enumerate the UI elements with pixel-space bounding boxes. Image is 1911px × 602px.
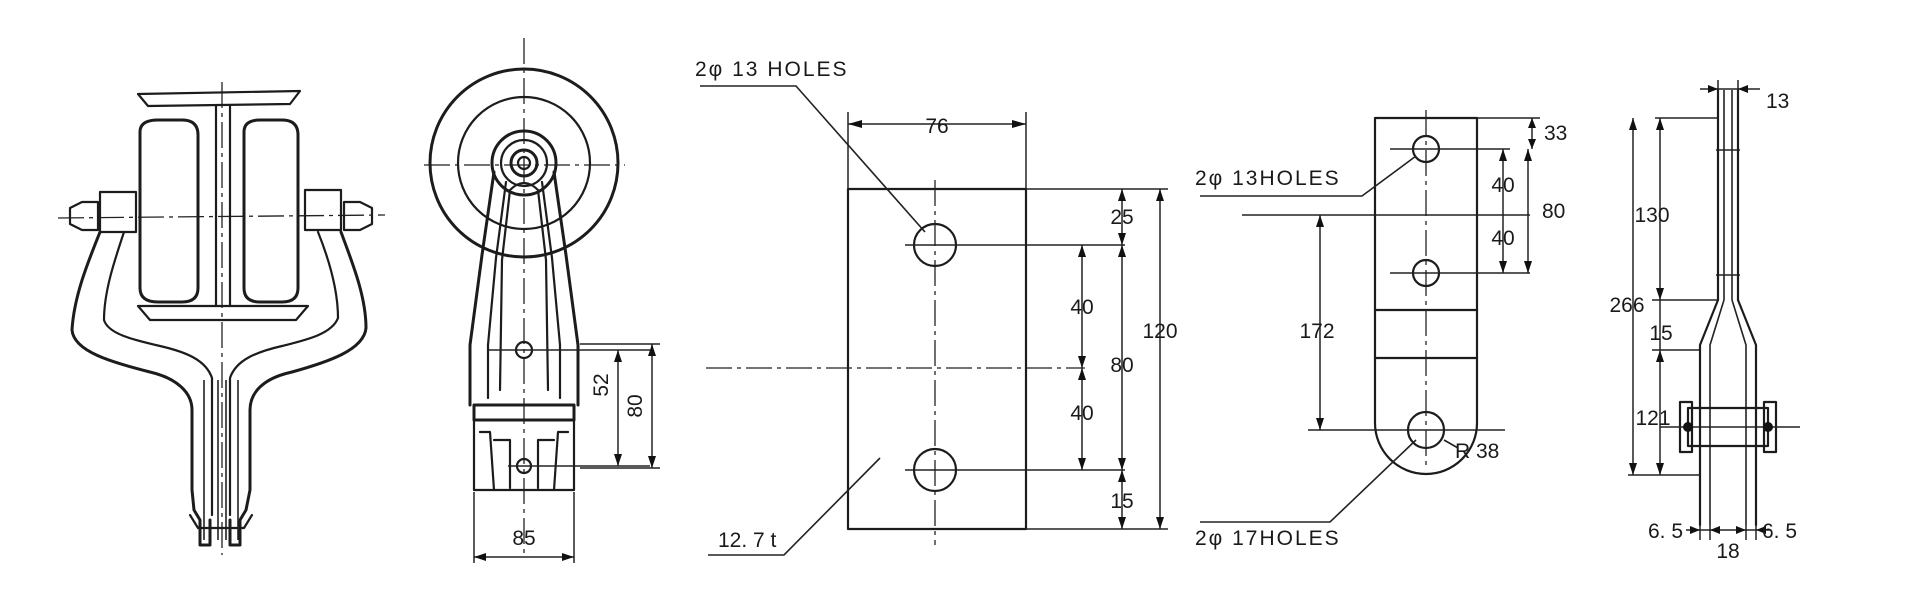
holes-note-13-link: 2φ 13HOLES (1195, 167, 1341, 190)
yoke-tip (188, 513, 254, 530)
trolley-front-view (57, 82, 386, 555)
link-upper-outer (1716, 88, 1740, 302)
yoke-stem (203, 380, 239, 540)
dim-label-172: 172 (1299, 320, 1334, 343)
axle-nut (509, 148, 539, 178)
pin-dot-right (1763, 422, 1773, 432)
bracket-outer (468, 170, 580, 407)
link-plate-view: 33 40 40 80 172 2φ 13HOLES R 38 2φ 17HOL… (1195, 110, 1567, 550)
bracket-inner (486, 180, 562, 400)
left-axle-nut (68, 200, 100, 232)
dim-arrows-52 (614, 350, 622, 466)
dim-label-52: 52 (590, 373, 613, 396)
holes-note-13-leader (1200, 155, 1417, 197)
holes-note-17-leader (1200, 439, 1417, 523)
dim-label-40-a: 40 (1491, 174, 1514, 197)
dim-arrows-33 (1528, 118, 1536, 149)
radius-leader (1443, 439, 1459, 449)
holes-note-17: 2φ 17HOLES (1195, 527, 1341, 550)
dim-label-6-5-right: 6. 5 (1762, 520, 1797, 543)
link-splay-inner (1709, 299, 1747, 525)
dim-label-85: 85 (512, 527, 535, 550)
hub-mid (499, 138, 549, 188)
wheel-inner (456, 95, 592, 231)
dim-label-76: 76 (925, 115, 948, 138)
holes-note-13: 2φ 13 HOLES (695, 58, 849, 81)
dim-label-13: 13 (1766, 90, 1789, 113)
dim-arrows-13 (1708, 85, 1748, 93)
beam-top-flange (136, 89, 302, 108)
dim-label-120: 120 (1142, 320, 1177, 343)
yoke-left-outer (70, 230, 212, 547)
wheel-outer (428, 67, 620, 259)
pin-dot-left (1683, 422, 1693, 432)
beam-bottom-flange (136, 304, 310, 322)
link-upper-joints (1716, 149, 1740, 276)
right-axle-nut (342, 200, 374, 232)
dim-label-40-bottom: 40 (1070, 402, 1093, 425)
dim-arrows-40-40 (1078, 245, 1086, 470)
link-outline (1373, 116, 1479, 476)
dim-label-80: 80 (1110, 354, 1133, 377)
left-wheel (138, 118, 200, 304)
axle (516, 155, 532, 171)
dim-label-18: 18 (1716, 540, 1739, 563)
dim-label-80: 80 (624, 394, 647, 417)
dim-label-40-top: 40 (1070, 296, 1093, 319)
dim-label-6-5-left: 6. 5 (1648, 520, 1683, 543)
dim-label-15: 15 (1649, 322, 1672, 345)
thickness-note: 12. 7 t (718, 529, 777, 552)
left-axle-boss (98, 190, 138, 234)
yoke-right-inner (228, 230, 340, 517)
bracket-clamp (472, 418, 576, 492)
bracket-core (498, 181, 550, 392)
mounting-plate-view: 76 40 40 25 80 15 120 2φ 13 HOLES 12. 7 … (695, 58, 1178, 556)
link-side-view: 13 130 15 121 266 6. 5 18 6. 5 (1609, 80, 1800, 563)
beam-web (214, 104, 232, 308)
dim-label-15: 15 (1110, 490, 1133, 513)
dim-label-40-b: 40 (1491, 227, 1514, 250)
thickness-note-leader (708, 457, 881, 556)
link-upper-inner (1723, 90, 1733, 300)
dim-label-25: 25 (1110, 206, 1133, 229)
holes-note-leader (700, 85, 926, 233)
dim-label-130: 130 (1634, 204, 1669, 227)
right-wheel (242, 118, 300, 304)
plate-outline (846, 187, 1028, 531)
right-axle-boss (303, 188, 343, 232)
wheel-bracket-view: 52 80 85 (424, 38, 660, 563)
dim-arrows-85 (474, 553, 574, 561)
dim-label-80: 80 (1542, 200, 1565, 223)
hub-outer (490, 129, 558, 197)
radius-note: R 38 (1455, 440, 1499, 463)
dim-arrows-25-80-15 (1118, 189, 1126, 529)
clamp-jaws (478, 430, 570, 492)
dim-label-266: 266 (1609, 294, 1644, 317)
yoke-left-inner (102, 230, 214, 517)
dim-label-121: 121 (1635, 407, 1670, 430)
yoke-right-outer (228, 230, 368, 547)
link-splay-outer (1698, 298, 1758, 527)
dim-label-33: 33 (1544, 122, 1567, 145)
horizontal-centerline (57, 214, 386, 219)
